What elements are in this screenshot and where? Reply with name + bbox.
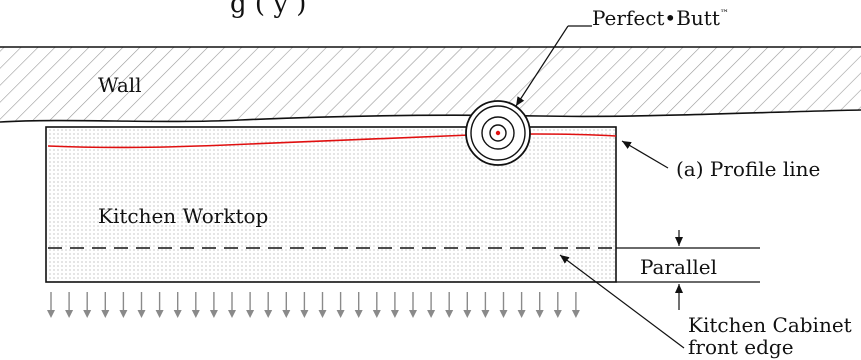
trademark-mark: ™ xyxy=(720,9,729,19)
down-arrow-icon xyxy=(228,292,236,318)
wall-label: Wall xyxy=(98,73,142,97)
parallel-label: Parallel xyxy=(640,255,717,279)
down-arrow-icon xyxy=(119,292,128,318)
cabinet-label-line1: Kitchen Cabinet xyxy=(688,313,852,337)
down-arrow-icon xyxy=(409,292,417,318)
wall-profile-edge xyxy=(0,109,861,123)
down-arrow-icon xyxy=(372,292,381,318)
down-arrow-icon xyxy=(264,292,273,318)
wall-region xyxy=(0,47,861,122)
down-arrow-icon xyxy=(499,292,508,318)
down-arrow-icon xyxy=(155,292,164,318)
down-arrow-icon xyxy=(83,292,92,318)
down-arrow-icon xyxy=(318,292,327,318)
down-arrow-icon xyxy=(390,292,399,318)
down-arrow-icon xyxy=(246,292,255,318)
down-arrow-icon xyxy=(47,292,55,318)
profile-line-leader xyxy=(621,140,669,169)
down-arrow-icon xyxy=(336,292,345,318)
down-arrow-icon xyxy=(553,292,562,318)
cabinet-leader xyxy=(559,254,685,349)
down-arrow-icon xyxy=(137,292,146,318)
down-arrow-icon xyxy=(535,292,544,318)
down-arrow-icon xyxy=(209,292,218,318)
cabinet-label-line2: front edge xyxy=(688,335,794,359)
down-arrow-icon xyxy=(282,292,291,318)
down-arrow-icon xyxy=(571,292,580,318)
brand-name: Perfect•Butt xyxy=(592,6,720,30)
down-arrow-icon xyxy=(354,292,363,318)
down-arrow-icon xyxy=(101,292,110,318)
down-arrow-icon xyxy=(427,292,436,318)
brand-pointer xyxy=(515,25,569,107)
down-arrow-icon xyxy=(463,292,472,318)
down-arrow-icon xyxy=(191,292,200,318)
cropped-title: g ( y ) xyxy=(230,0,306,19)
brand-label: Perfect•Butt™ xyxy=(592,6,729,30)
perfect-butt-tool-icon xyxy=(465,100,531,166)
down-arrow-icon xyxy=(445,292,454,318)
down-arrow-icon xyxy=(517,292,526,318)
down-arrow-icon xyxy=(65,292,74,318)
profile-line-label: (a) Profile line xyxy=(676,157,820,181)
down-arrow-icon xyxy=(173,292,182,318)
profile-line xyxy=(47,133,617,149)
worktop-label: Kitchen Worktop xyxy=(98,204,268,228)
down-arrow-icon xyxy=(300,292,309,318)
down-arrow-row xyxy=(47,292,580,318)
down-arrow-icon xyxy=(481,292,490,318)
